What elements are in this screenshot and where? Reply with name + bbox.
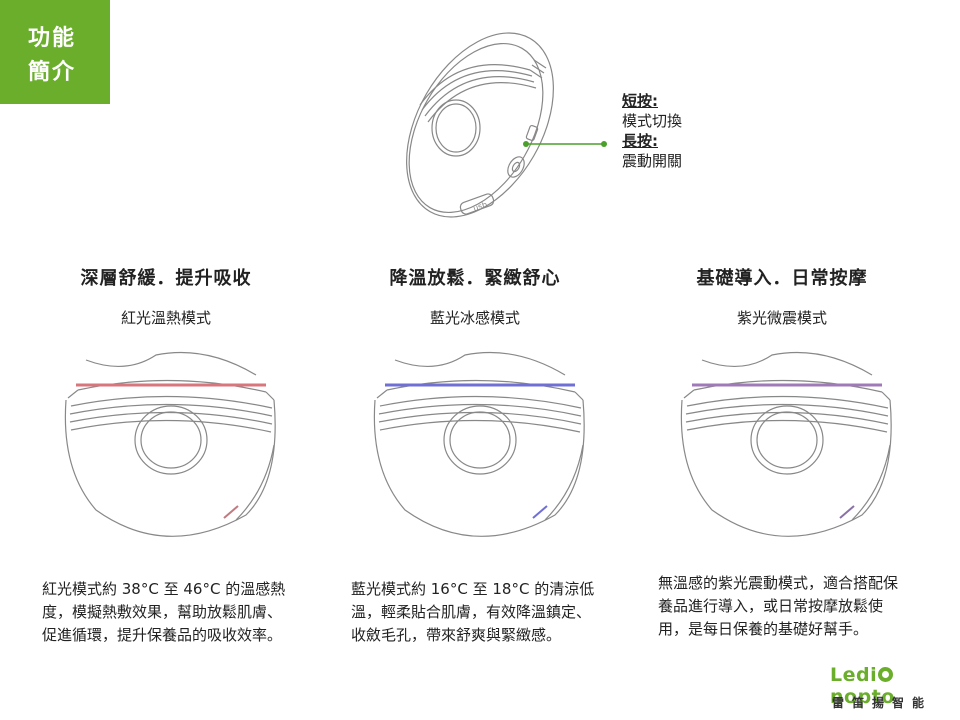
mode-subtitle: 紫光微震模式 bbox=[736, 309, 827, 327]
device-red-illustration bbox=[64, 351, 276, 537]
mode-title: 基礎導入．日常按摩 bbox=[696, 268, 868, 289]
section-badge: 功能 簡介 bbox=[0, 0, 110, 104]
mode-title: 深層舒緩．提升吸收 bbox=[80, 268, 252, 289]
brand-name-suffix: nopto bbox=[830, 686, 895, 708]
mode-blue: 降溫放鬆．緊緻舒心 藍光冰感模式 藍光模式約 16°C 至 18°C 的清涼低溫… bbox=[325, 0, 625, 720]
brand-wordmark: Ledinopto bbox=[830, 664, 950, 708]
device-purple-illustration bbox=[680, 351, 892, 537]
brand-chinese-name: 雷笛揚智能 bbox=[832, 696, 933, 710]
device-blue-illustration bbox=[373, 351, 585, 537]
mode-description: 藍光模式約 16°C 至 18°C 的清涼低溫，輕柔貼合肌膚，有效降溫鎮定、收斂… bbox=[351, 580, 595, 644]
brand-name-prefix: Ledi bbox=[830, 664, 878, 686]
brand-logo: Ledinopto 雷笛揚智能 bbox=[830, 664, 950, 714]
long-press-label: 長按: bbox=[622, 132, 658, 150]
mode-description: 紅光模式約 38°C 至 46°C 的溫感熱度，模擬熱敷效果，幫助放鬆肌膚、促進… bbox=[42, 580, 286, 644]
button-callout: 短按: 模式切換 長按: 震動開關 bbox=[622, 91, 682, 171]
badge-line-1: 功能 bbox=[28, 26, 77, 51]
short-press-value: 模式切換 bbox=[622, 112, 683, 130]
badge-line-2: 簡介 bbox=[28, 60, 77, 85]
device-top-illustration: usb bbox=[406, 32, 554, 218]
mode-subtitle: 紅光溫熱模式 bbox=[120, 309, 211, 327]
long-press-value: 震動開關 bbox=[622, 152, 683, 170]
callout-line bbox=[523, 141, 607, 147]
brand-o-icon bbox=[878, 667, 894, 682]
mode-title: 降溫放鬆．緊緻舒心 bbox=[389, 268, 561, 289]
mode-subtitle: 藍光冰感模式 bbox=[429, 309, 520, 327]
mode-red: 深層舒緩．提升吸收 紅光溫熱模式 紅光模式約 38°C 至 46°C 的溫感熱度… bbox=[16, 0, 316, 720]
mode-description: 無溫感的紫光震動模式，適合搭配保養品進行導入，或日常按摩放鬆使用，是每日保養的基… bbox=[658, 574, 899, 638]
mode-purple: 基礎導入．日常按摩 紫光微震模式 無溫感的紫光震動模式，適合搭配保養品進行導入，… bbox=[632, 0, 932, 720]
short-press-label: 短按: bbox=[622, 92, 658, 110]
